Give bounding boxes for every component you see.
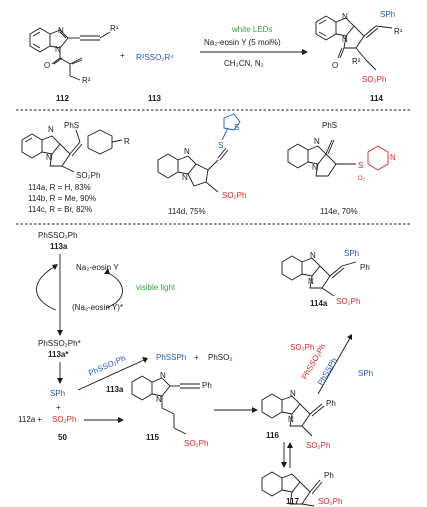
mech-intermediate-117 [261,471,323,507]
ex2-s: S [218,141,223,150]
condition-catalyst: Na₂-eosin Y (5 mol%) [204,38,281,47]
mech-intermediate-116 [261,393,325,437]
ex3-o2: O₂ [358,176,366,182]
mech-byproduct-plus: + [194,353,199,362]
o-atom: O [332,61,338,70]
ex3-label: 114e, 70% [320,207,358,216]
product-114 [315,15,393,71]
mech-final-ph: Ph [360,263,370,272]
n-atom: N [182,173,188,182]
n-atom: N [312,163,318,172]
mech-arrow-to-final [317,334,352,395]
mech-byproduct-1: PhSSPh [156,353,186,362]
n-atom: N [288,415,294,424]
mech-arrow-reagent-id: 113a [106,385,124,394]
mech-alkyne-ph: Ph [202,381,212,390]
catalytic-cycle [36,254,123,336]
reagent-113: R³SSO₂R⁴ [136,53,174,62]
product-r2: R² [352,57,361,66]
mech-excited-id: 113a* [48,350,69,359]
mech-plus: + [56,403,61,412]
mech-final-so2ph: SO₂Ph [336,297,360,306]
mech-eosin: Na₂-eosin Y [76,263,119,272]
mech-int-115-so2ph: SO₂Ph [184,439,208,448]
o-atom: O [44,61,50,70]
mech-int-115: 115 [146,433,159,442]
product-so2ph: SO₂Ph [362,75,386,84]
mech-int-116-ph: Ph [326,399,336,408]
n-atom: N [46,153,52,162]
n-atom: N [156,395,162,404]
n-atom: N [48,125,54,134]
mech-so2ph-radical: SO₂Ph [52,415,76,424]
r1-label: R¹ [110,24,119,33]
product-114-label: 114 [370,94,383,103]
mech-start-id: 113a [50,242,68,251]
mech-intermediate-115 [131,375,200,435]
mech-sph-radical: SPh [50,389,65,398]
n-atom: N [310,251,316,260]
n-atom: N [160,371,166,380]
condition-light: white LEDs [231,25,272,34]
reactant-112-label: 112 [56,94,69,103]
n-atom: N [290,389,296,398]
r2-label: R² [82,76,91,85]
ex1-line-b: 114b, R = Me, 90% [28,194,96,203]
mech-int-117-ph: Ph [324,471,334,480]
n-atom: N [314,137,320,146]
mech-sph-right: SPh [358,369,373,378]
ex3-phs: PhS [322,121,337,130]
ex3-s: S [358,161,363,170]
ex1-line-c: 114c, R = Br, 82% [28,205,92,214]
pyridine-n: N [390,153,396,162]
mech-int-116: 116 [266,431,279,440]
mech-byproduct-2: PhSO₂ [208,353,232,362]
mech-substrate: 112a + [18,415,42,424]
n-atom: N [58,26,64,35]
reaction-arrow [200,49,308,55]
ex1-line-a: 114a, R = H, 83% [28,183,91,192]
mech-arrow-to-byproduct [77,357,148,391]
product-r1: R¹ [394,27,403,36]
mech-eosin-star: (Na₂-eosin Y)* [72,303,123,312]
mech-light: visible light [136,283,176,292]
mech-radical-id: 50 [58,433,67,442]
mech-final-sph: SPh [344,249,359,258]
reactant-112 [29,27,111,81]
mech-excited: PhSSO₂Ph* [38,339,81,348]
n-atom: N [55,45,61,54]
ex2-so2ph: SO₂Ph [222,191,246,200]
ex1-phs: PhS [64,121,79,130]
mech-final-114a [281,255,357,297]
n-atom: N [342,12,348,21]
mech-arrow-reagent: PhSSO₂Ph [87,354,127,378]
example-114d [157,113,241,193]
n-atom: N [184,147,190,156]
ex2-label: 114d, 75% [168,207,206,216]
mech-int-117: 117 [286,497,299,506]
product-sph: SPh [380,10,395,19]
example-114e [287,139,389,177]
mech-so2ph-right: SO₂Ph [290,343,314,352]
mech-reag-b: PhSSPh [316,356,339,387]
mech-final: 114a [310,299,328,308]
mech-equilibrium [281,442,293,468]
mech-int-117-so2ph: SO₂Ph [318,497,342,506]
thiophene-s: S [234,123,239,132]
example-114a-c [21,129,123,173]
plus-sign: + [120,51,125,60]
ex1-so2ph: SO₂Ph [76,171,100,180]
ex1-r: R [124,137,130,146]
n-atom: N [308,277,314,286]
mech-int-116-so2ph: SO₂Ph [306,441,330,450]
reagent-113-label: 113 [148,94,161,103]
mech-start: PhSSO₂Ph [38,231,78,240]
condition-solvent: CH₃CN, N₂ [224,59,264,68]
n-atom: N [342,35,348,44]
